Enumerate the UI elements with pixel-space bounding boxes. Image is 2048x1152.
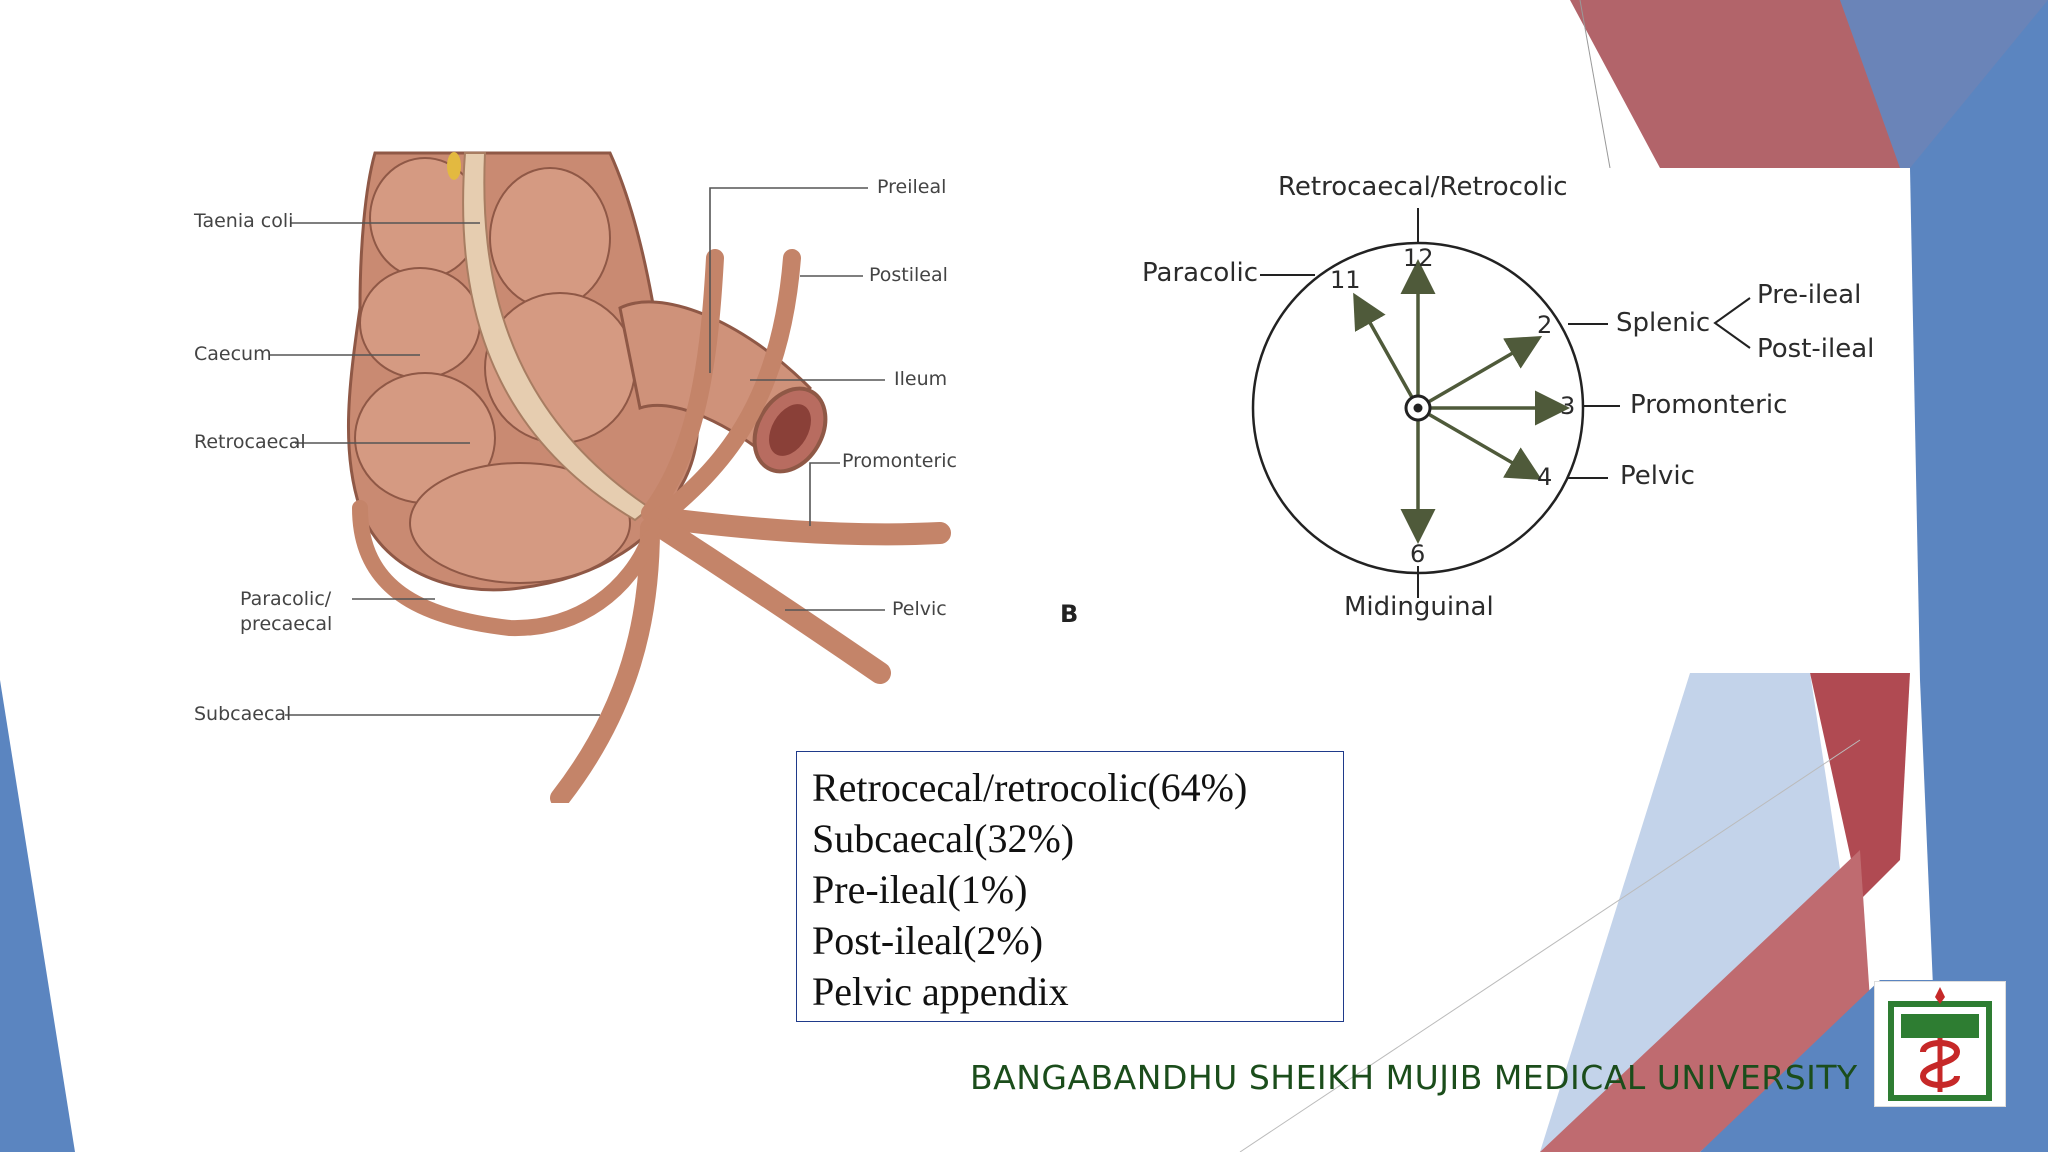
thin-line-2 xyxy=(1239,739,1861,1152)
position-item: Post-ileal(2%) xyxy=(812,918,1044,963)
appendix-preileal xyxy=(641,249,724,522)
appendix-promonteric xyxy=(649,507,951,546)
appendix-subcaecal xyxy=(550,518,660,803)
appendix-clock-diagram: Retrocaecal/Retrocolic Paracolic Splenic… xyxy=(1060,168,1910,673)
label-subcaecal: Subcaecal xyxy=(194,703,292,725)
arrow-4 xyxy=(1417,406,1543,481)
clock-number-12: 12 xyxy=(1403,244,1434,272)
clock-center-dot xyxy=(1413,403,1423,413)
clock-number-6: 6 xyxy=(1410,540,1426,568)
appendix-positions-box: Retrocecal/retrocolic(64%) Subcaecal(32%… xyxy=(796,751,1344,1022)
label-postileal: Postileal xyxy=(869,264,948,286)
clock-label-bottom: Midinguinal xyxy=(1344,592,1494,622)
ileum-lumen xyxy=(769,404,811,456)
clock-label-promonteric: Promonteric xyxy=(1630,390,1788,420)
thin-line xyxy=(1579,0,1611,169)
university-logo xyxy=(1874,981,2006,1107)
haustra xyxy=(489,167,611,309)
red-ribbon-bottom xyxy=(1540,850,1870,1152)
university-name: BANGABANDHU SHEIKH MUJIB MEDICAL UNIVERS… xyxy=(970,1058,1858,1097)
anatomy-drawing xyxy=(270,151,951,803)
label-retrocaecal: Retrocaecal xyxy=(194,431,306,453)
blue-ribbon-left xyxy=(0,680,75,1152)
clock-number-2: 2 xyxy=(1537,311,1553,339)
label-caecum: Caecum xyxy=(194,343,272,365)
appendix-anatomy-illustration: Taenia coli Caecum Retrocaecal Paracolic… xyxy=(180,148,960,803)
position-item: Pre-ileal(1%) xyxy=(812,867,1028,912)
clock-label-pre-ileal: Pre-ileal xyxy=(1757,280,1862,310)
label-taenia-coli: Taenia coli xyxy=(194,210,294,232)
position-item: Retrocecal/retrocolic(64%) xyxy=(812,765,1248,810)
leader-line xyxy=(709,187,868,373)
haustra xyxy=(359,267,481,379)
panel-letter-b: B xyxy=(1060,600,1079,628)
position-item: Pelvic appendix xyxy=(812,969,1069,1014)
blue-ribbon-right xyxy=(1910,0,2048,1152)
clock-label-top: Retrocaecal/Retrocolic xyxy=(1278,172,1568,202)
red-ribbon-right xyxy=(1810,673,1910,900)
label-precaecal: precaecal xyxy=(240,613,333,635)
arrow-2 xyxy=(1417,335,1543,410)
label-promonteric: Promonteric xyxy=(842,450,957,472)
clock-number-11: 11 xyxy=(1330,266,1361,294)
leader-line xyxy=(809,462,840,526)
arrow-11 xyxy=(1353,292,1420,409)
label-ileum: Ileum xyxy=(894,368,948,390)
appendix-paracolic xyxy=(352,500,658,637)
clock-number-4: 4 xyxy=(1537,463,1553,491)
red-ribbon-top xyxy=(1570,0,1910,168)
position-item: Subcaecal(32%) xyxy=(812,816,1075,861)
clock-number-3: 3 xyxy=(1560,392,1576,420)
haustra xyxy=(409,462,631,584)
label-pelvic: Pelvic xyxy=(892,598,947,620)
bsmmu-logo-icon xyxy=(1888,987,1992,1101)
clock-label-splenic: Splenic xyxy=(1616,308,1711,338)
fat-tag xyxy=(447,152,461,180)
clock-label-paracolic: Paracolic xyxy=(1142,258,1259,288)
connector-splenic-branch xyxy=(1713,297,1751,349)
appendix-postileal xyxy=(651,249,801,527)
clock-drawing xyxy=(1251,208,1751,598)
label-preileal: Preileal xyxy=(877,176,947,198)
clock-label-pelvic: Pelvic xyxy=(1620,461,1695,491)
appendix-pelvic xyxy=(644,512,891,684)
label-paracolic: Paracolic/ xyxy=(240,588,332,610)
clock-label-post-ileal: Post-ileal xyxy=(1757,334,1875,364)
